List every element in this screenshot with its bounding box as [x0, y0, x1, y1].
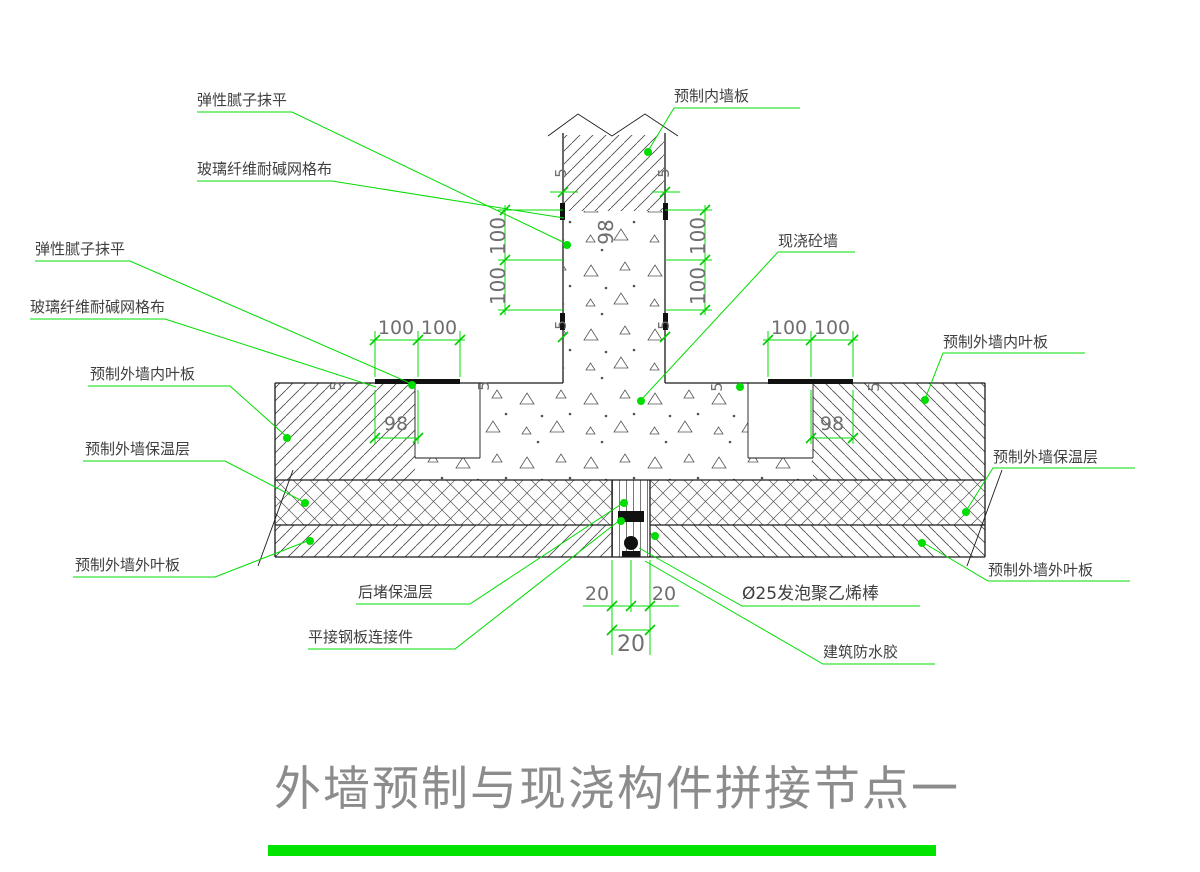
dim-100-band-right-b: 100	[814, 317, 850, 339]
dimension-lines	[369, 186, 859, 655]
putty-bar-right	[663, 203, 668, 220]
inner-leaf-left-hatch	[275, 383, 415, 480]
callout-insulation-left: 预制外墙保温层	[85, 440, 190, 458]
callout-fiberglass-mesh-left: 玻璃纤维耐碱网格布	[30, 298, 165, 316]
leader-insulation-left	[83, 460, 305, 503]
dim-100-left-upper: 100	[486, 217, 510, 255]
callout-waterproof: 建筑防水胶	[823, 643, 898, 661]
leader-dots	[283, 148, 970, 547]
dim-5-band-left-a: 5	[327, 381, 345, 391]
callout-precast-interior-panel: 预制内墙板	[674, 87, 749, 105]
cast-junction-hatch	[480, 383, 748, 480]
leader-inner-leaf-left	[88, 385, 288, 438]
steel-plate-connector	[618, 511, 644, 522]
waterproof-sealant	[622, 551, 640, 557]
leader-lines	[30, 107, 1135, 665]
leader-fiberglass-mesh-left	[30, 318, 377, 388]
dim-100-right-upper: 100	[686, 217, 710, 255]
insulation-right-hatch	[650, 480, 985, 525]
dim-100-band-left-b: 100	[421, 317, 457, 339]
dim-5-band-right-b: 5	[865, 382, 883, 392]
callout-outer-leaf-right: 预制外墙外叶板	[988, 561, 1093, 579]
callout-insulation-right: 预制外墙保温层	[993, 448, 1098, 466]
cast-notch-right	[748, 458, 813, 480]
callout-cast-in-place-wall: 现浇砼墙	[778, 232, 838, 250]
break-line-right	[966, 469, 1003, 567]
putty-bar-left-low	[560, 313, 565, 330]
leader-steel-connector	[308, 519, 621, 650]
dim-100-left-lower: 100	[486, 267, 510, 305]
dim-5-band-left-b: 5	[475, 381, 493, 391]
dim-5-wall-top-left: 5	[552, 168, 570, 178]
leader-cast-in-place-wall	[640, 251, 855, 401]
callout-elastic-putty-left: 弹性腻子抹平	[35, 240, 125, 258]
dim-5-wall-bottom-left: 5	[552, 320, 570, 330]
callout-inner-leaf-left: 预制外墙内叶板	[90, 365, 195, 383]
callout-foam-rod: Ø25发泡聚乙烯棒	[742, 584, 879, 604]
callout-steel-connector: 平接钢板连接件	[308, 628, 413, 646]
putty-bar-right-low	[663, 313, 668, 330]
dimension-text: 100 100 100 100 98 100 100 100 100 98 98…	[327, 168, 883, 657]
leader-waterproof	[644, 560, 935, 665]
callout-post-insulation: 后堵保温层	[358, 583, 433, 601]
dim-98-band-right: 98	[820, 413, 844, 435]
dim-5-wall-top-right: 5	[655, 168, 673, 178]
break-line-top	[547, 113, 679, 137]
callout-elastic-putty-top: 弹性腻子抹平	[197, 91, 287, 109]
callout-inner-leaf-right: 预制外墙内叶板	[943, 333, 1048, 351]
insulation-left-hatch	[275, 480, 612, 525]
outer-leaf-right-hatch	[650, 525, 985, 557]
dim-20-seam-left: 20	[585, 583, 609, 605]
callout-outer-leaf-left: 预制外墙外叶板	[75, 556, 180, 574]
dim-100-band-right-a: 100	[771, 317, 807, 339]
putty-bar-band-left	[375, 379, 460, 384]
dim-5-wall-bottom-right: 5	[655, 320, 673, 330]
leader-post-insulation	[356, 502, 624, 605]
title-underline-bar	[268, 845, 936, 856]
putty-bar-band-right	[768, 379, 853, 384]
dim-100-band-left-a: 100	[378, 317, 414, 339]
dim-20-seam-total: 20	[617, 632, 645, 657]
inner-leaf-right-hatch	[813, 383, 985, 480]
leader-outer-leaf-left	[73, 539, 311, 578]
cast-notch-left	[415, 458, 480, 480]
leader-inner-leaf-right	[924, 352, 1085, 400]
dim-98-band-left: 98	[384, 413, 408, 435]
cast-in-place-core	[564, 211, 664, 383]
horizontal-wall-assembly	[257, 379, 1003, 567]
dim-20-seam-right: 20	[652, 583, 676, 605]
callout-labels: 弹性腻子抹平 玻璃纤维耐碱网格布 预制内墙板 弹性腻子抹平 玻璃纤维耐碱网格布 …	[30, 87, 1098, 661]
dim-100-right-lower: 100	[686, 267, 710, 305]
interior-panel-hatch	[564, 135, 664, 211]
foam-rod-section	[624, 536, 638, 550]
precast-interior-wall-panel	[547, 113, 679, 383]
leader-fiberglass-mesh-top	[197, 180, 565, 219]
dim-5-band-right-a: 5	[708, 382, 726, 392]
leader-elastic-putty-top	[197, 111, 568, 245]
dim-98-wall: 98	[594, 219, 618, 244]
callout-fiberglass-mesh-top: 玻璃纤维耐碱网格布	[197, 160, 332, 178]
outer-leaf-left-hatch	[275, 525, 612, 557]
break-line-left	[257, 469, 294, 567]
putty-bar-left	[560, 203, 565, 220]
leader-precast-interior-panel	[647, 107, 800, 152]
leader-insulation-right	[965, 467, 1135, 512]
leader-foam-rod	[638, 547, 920, 607]
leader-elastic-putty-left	[35, 260, 413, 385]
leader-outer-leaf-right	[921, 541, 1130, 582]
drawing-title: 外墙预制与现浇构件拼接节点一	[274, 762, 960, 817]
